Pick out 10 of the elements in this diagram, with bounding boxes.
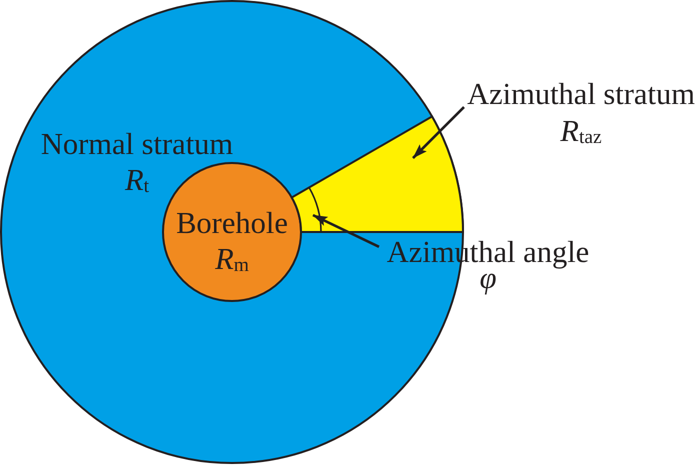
leader-arrow: [312, 214, 380, 248]
region-label: Normal stratum: [40, 126, 234, 162]
leader-arrow: [412, 106, 465, 159]
radius-symbol: R$_{m}$: [215, 241, 249, 277]
region-label: Azimuthal stratum: [467, 76, 695, 113]
radius-symbol: R$_{t}$: [124, 162, 150, 198]
sector-wedge: [290, 114, 465, 234]
borehole-label: Borehole: [176, 205, 288, 241]
angle-arc: [308, 187, 322, 232]
radius-symbol: R$_{taz}$: [560, 113, 602, 150]
